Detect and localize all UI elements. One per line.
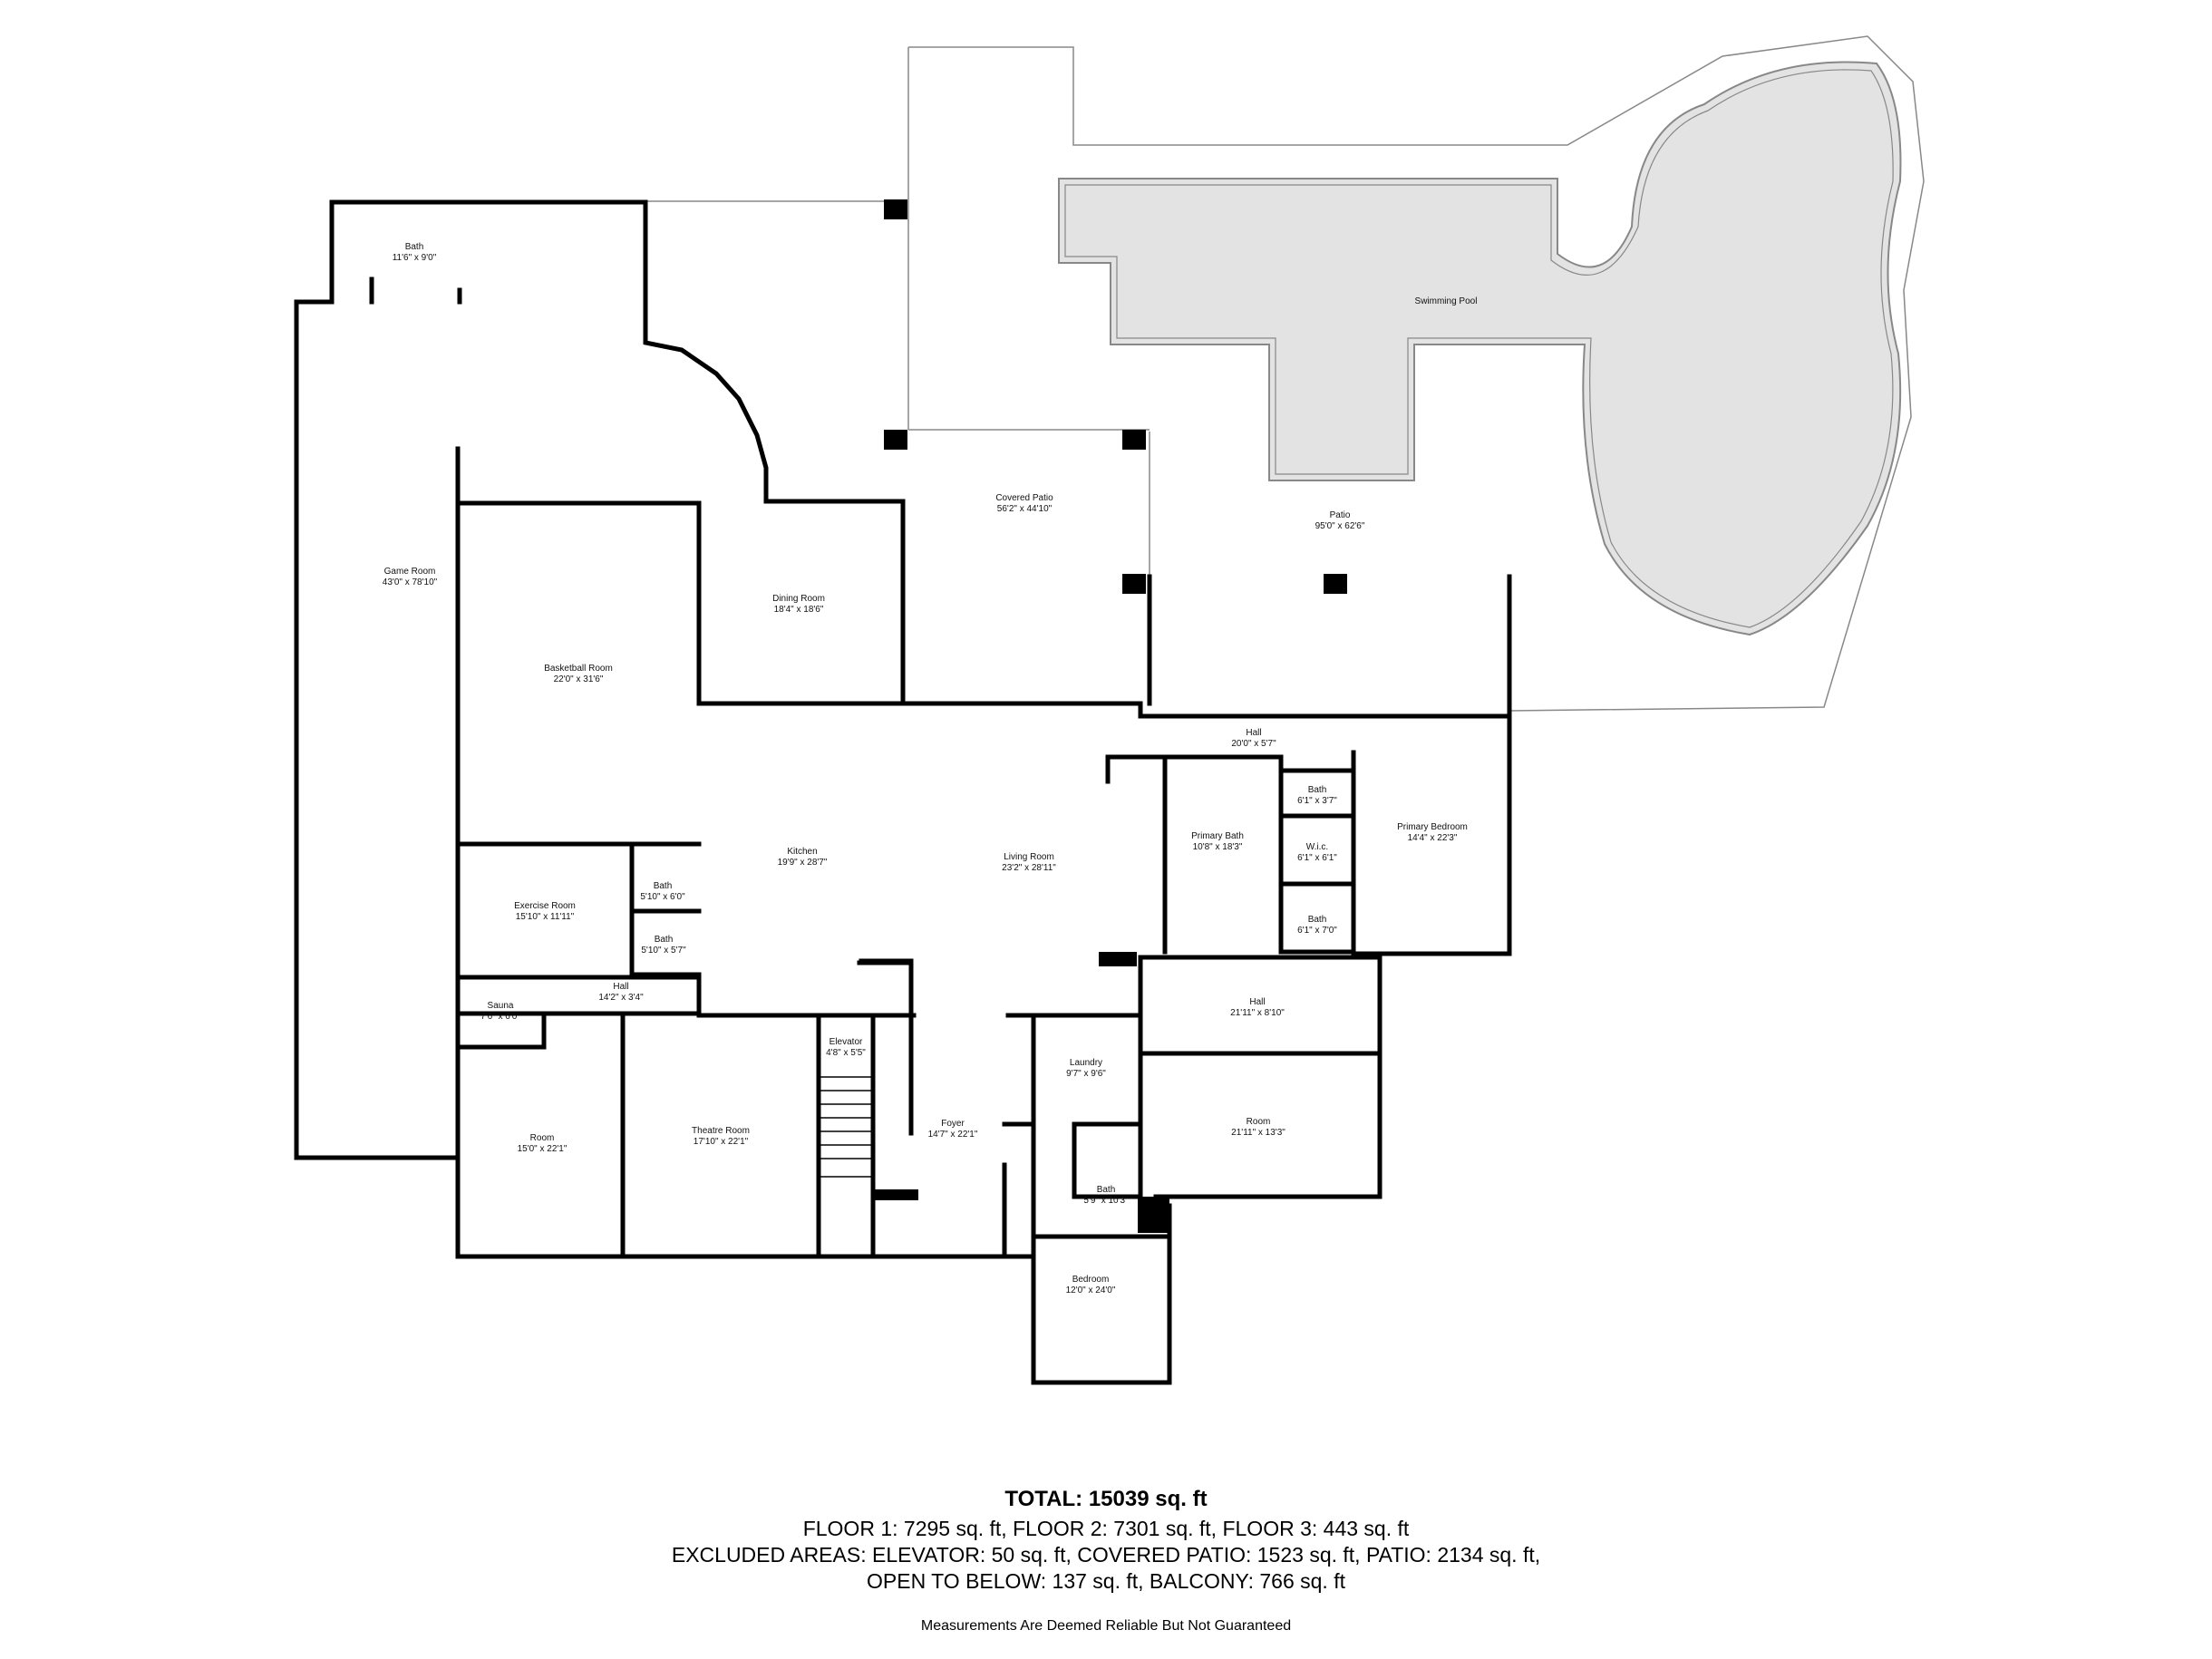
room-labels: Bath 11'6" x 9'0" Game Room 43'0" x 78'1…	[383, 242, 1478, 1295]
room-dims: 5'10" x 6'0"	[640, 892, 685, 902]
room-name: Laundry	[1070, 1058, 1102, 1068]
room-dims: 12'0" x 24'0"	[1066, 1285, 1116, 1295]
room-name: Room	[1247, 1117, 1271, 1127]
room-name: Bath	[1097, 1185, 1116, 1195]
room-name: Kitchen	[787, 847, 817, 857]
room-name: Game Room	[384, 567, 436, 577]
room-name: Exercise Room	[514, 901, 576, 911]
room-name: Bedroom	[1072, 1275, 1110, 1285]
room-name: Covered Patio	[995, 493, 1053, 503]
room-name: Living Room	[1004, 852, 1054, 862]
room-name: Hall	[1246, 728, 1261, 738]
room-dims: 21'11" x 13'3"	[1231, 1128, 1285, 1138]
floor-areas: FLOOR 1: 7295 sq. ft, FLOOR 2: 7301 sq. …	[802, 1517, 1410, 1540]
room-name: Bath	[405, 242, 424, 252]
room-dims: 6'1" x 3'7"	[1297, 796, 1337, 806]
room-dims: 21'11" x 8'10"	[1230, 1008, 1285, 1018]
room-dims: 11'6" x 9'0"	[393, 253, 437, 263]
total-area: TOTAL: 15039 sq. ft	[1004, 1487, 1208, 1511]
room-name: Theatre Room	[692, 1126, 750, 1136]
room-name: Swimming Pool	[1415, 296, 1478, 306]
patio-outline	[644, 35, 1925, 712]
room-name: Bath	[1308, 915, 1327, 925]
room-name: Bath	[655, 935, 674, 945]
excluded-areas: EXCLUDED AREAS: ELEVATOR: 50 sq. ft, COV…	[671, 1543, 1541, 1567]
room-dims: 17'10" x 22'1"	[694, 1137, 749, 1147]
room-dims: 14'2" x 3'4"	[598, 993, 644, 1003]
room-dims: 5'10" x 5'7"	[641, 946, 686, 956]
room-dims: 6'1" x 6'1"	[1297, 853, 1337, 863]
room-dims: 14'7" x 22'1"	[928, 1130, 978, 1140]
room-dims: 5'9" x 10'3"	[1083, 1196, 1129, 1206]
room-name: Bath	[654, 881, 673, 891]
room-dims: 15'0" x 22'1"	[518, 1144, 568, 1154]
room-dims: 15'10" x 11'11"	[516, 912, 575, 922]
room-name: Primary Bedroom	[1397, 822, 1468, 832]
room-name: Basketball Room	[544, 664, 613, 674]
room-dims: 22'0" x 31'6"	[554, 674, 604, 684]
room-dims: 9'7" x 9'6"	[1066, 1069, 1106, 1079]
room-dims: 23'2" x 28'11"	[1002, 863, 1056, 873]
room-name: Dining Room	[772, 594, 825, 604]
swimming-pool-shape	[1058, 61, 1902, 636]
room-name: Primary Bath	[1191, 831, 1244, 841]
room-dims: 4'8" x 5'5"	[826, 1048, 866, 1058]
walls	[294, 199, 1512, 1385]
disclaimer: Measurements Are Deemed Reliable But Not…	[920, 1618, 1292, 1634]
room-name: Patio	[1330, 510, 1351, 520]
excluded-areas-continued: OPEN TO BELOW: 137 sq. ft, BALCONY: 766 …	[867, 1569, 1345, 1593]
room-dims: 6'1" x 7'0"	[1297, 926, 1337, 936]
room-name: Elevator	[830, 1037, 863, 1047]
room-dims: 20'0" x 5'7"	[1231, 739, 1276, 749]
room-name: Sauna	[488, 1001, 514, 1011]
room-name: Hall	[1249, 997, 1265, 1007]
stairs	[818, 1076, 874, 1178]
room-dims: 43'0" x 78'10"	[383, 577, 438, 587]
room-name: Bath	[1308, 785, 1327, 795]
room-dims: 7'6" x 6'0"	[480, 1012, 520, 1022]
room-dims: 19'9" x 28'7"	[778, 858, 828, 868]
room-dims: 95'0" x 62'6"	[1315, 521, 1365, 531]
room-dims: 14'4" x 22'3"	[1408, 833, 1458, 843]
room-dims: 18'4" x 18'6"	[774, 605, 824, 615]
room-dims: 56'2" x 44'10"	[997, 504, 1053, 514]
columns	[873, 199, 1347, 1233]
room-dims: 10'8" x 18'3"	[1193, 842, 1243, 852]
room-name: Foyer	[941, 1119, 965, 1129]
room-name: Room	[530, 1133, 555, 1143]
room-name: W.i.c.	[1306, 842, 1328, 852]
room-name: Hall	[613, 982, 628, 992]
